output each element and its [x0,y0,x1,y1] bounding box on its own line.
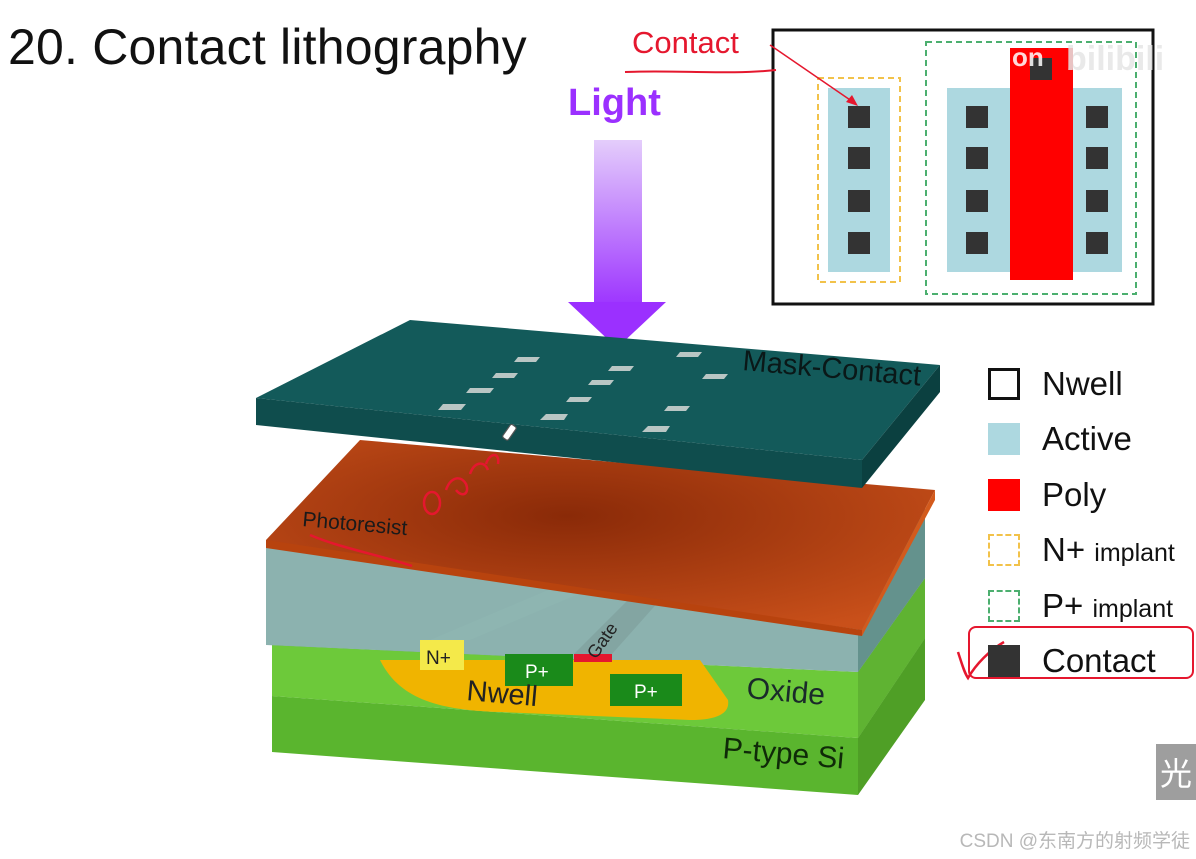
n-implant-swatch [988,534,1020,567]
legend-item-nwell: Nwell [988,356,1193,412]
p-implant-swatch [988,589,1020,622]
legend-label: P+ implant [1042,586,1174,624]
csdn-credit: CSDN @东南方的射频学徒 [959,831,1190,852]
side-badge[interactable]: 光 [1156,744,1196,800]
bilibili-watermark: on bilibili [1012,40,1164,78]
legend-item-contact: Contact [988,634,1193,690]
legend-label: Contact [1042,642,1156,680]
contact-annotation: Contact [624,25,858,106]
legend: Nwell Active Poly N+ implant P+ implant … [988,356,1193,689]
oxide-label: Oxide [745,672,826,712]
p-plus-left-label: P+ [525,662,549,683]
nwell-swatch [988,367,1020,400]
contact-highlight-box [968,626,1194,679]
light-label: Light [568,82,661,124]
svg-text:bilibili: bilibili [1066,40,1164,78]
legend-label: Poly [1042,475,1107,513]
photoresist-scribble [309,453,500,568]
active-swatch [988,423,1020,456]
legend-item-p-implant: P+ implant [988,578,1193,634]
svg-text:on: on [1012,42,1044,72]
p-plus-right-label: P+ [634,682,658,703]
legend-item-n-implant: N+ implant [988,523,1193,579]
layout-inset [771,28,1155,306]
poly-swatch [988,478,1020,511]
legend-item-active: Active [988,412,1193,468]
pencil-cursor-icon [502,423,517,441]
legend-item-poly: Poly [988,467,1193,523]
slide-title: 20. Contact lithography [8,19,527,75]
p-plus-left-region [505,654,573,686]
n-plus-region [420,640,464,670]
legend-label: N+ implant [1042,531,1175,569]
gate-poly [574,654,612,662]
svg-text:Contact: Contact [632,25,739,60]
contact-mask-plate [256,320,940,488]
legend-label: Active [1042,420,1132,458]
light-arrow [568,140,666,348]
legend-label: Nwell [1042,364,1123,402]
p-plus-right-region [610,674,682,706]
contact-swatch [988,645,1020,678]
n-plus-label: N+ [426,648,451,669]
photoresist-layer [266,440,935,636]
nwell-label: Nwell [465,675,538,713]
